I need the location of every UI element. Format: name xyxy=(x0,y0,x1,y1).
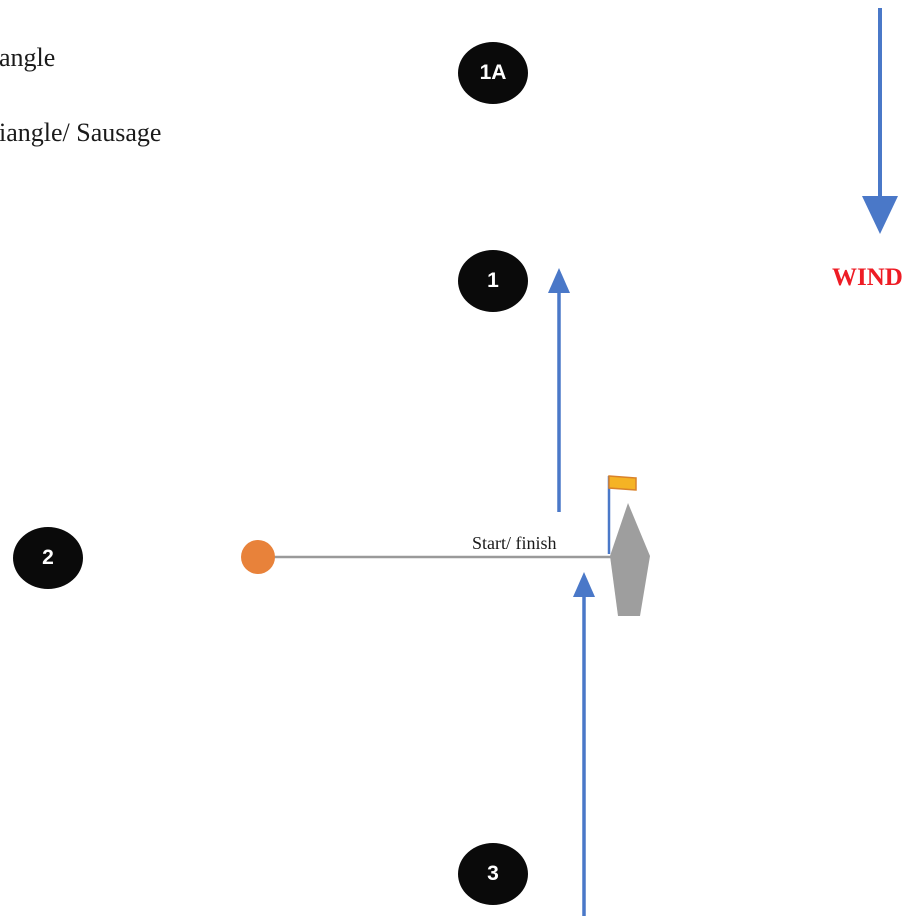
mark-3: 3 xyxy=(458,843,528,905)
committee-boat xyxy=(610,503,650,616)
pin-end-buoy xyxy=(241,540,275,574)
mark-1a: 1A xyxy=(458,42,528,104)
mark-1: 1 xyxy=(458,250,528,312)
legend-line-1: angle xyxy=(0,43,56,72)
legend-line-2: iangle/ Sausage xyxy=(0,118,162,147)
wind-arrow xyxy=(862,8,898,234)
start-finish-label: Start/ finish xyxy=(472,533,557,553)
finish-leg-arrow xyxy=(573,572,595,916)
start-flag-icon xyxy=(607,475,637,554)
upwind-leg-arrow xyxy=(548,268,570,512)
mark-2: 2 xyxy=(13,527,83,589)
wind-label: WIND xyxy=(832,264,903,291)
